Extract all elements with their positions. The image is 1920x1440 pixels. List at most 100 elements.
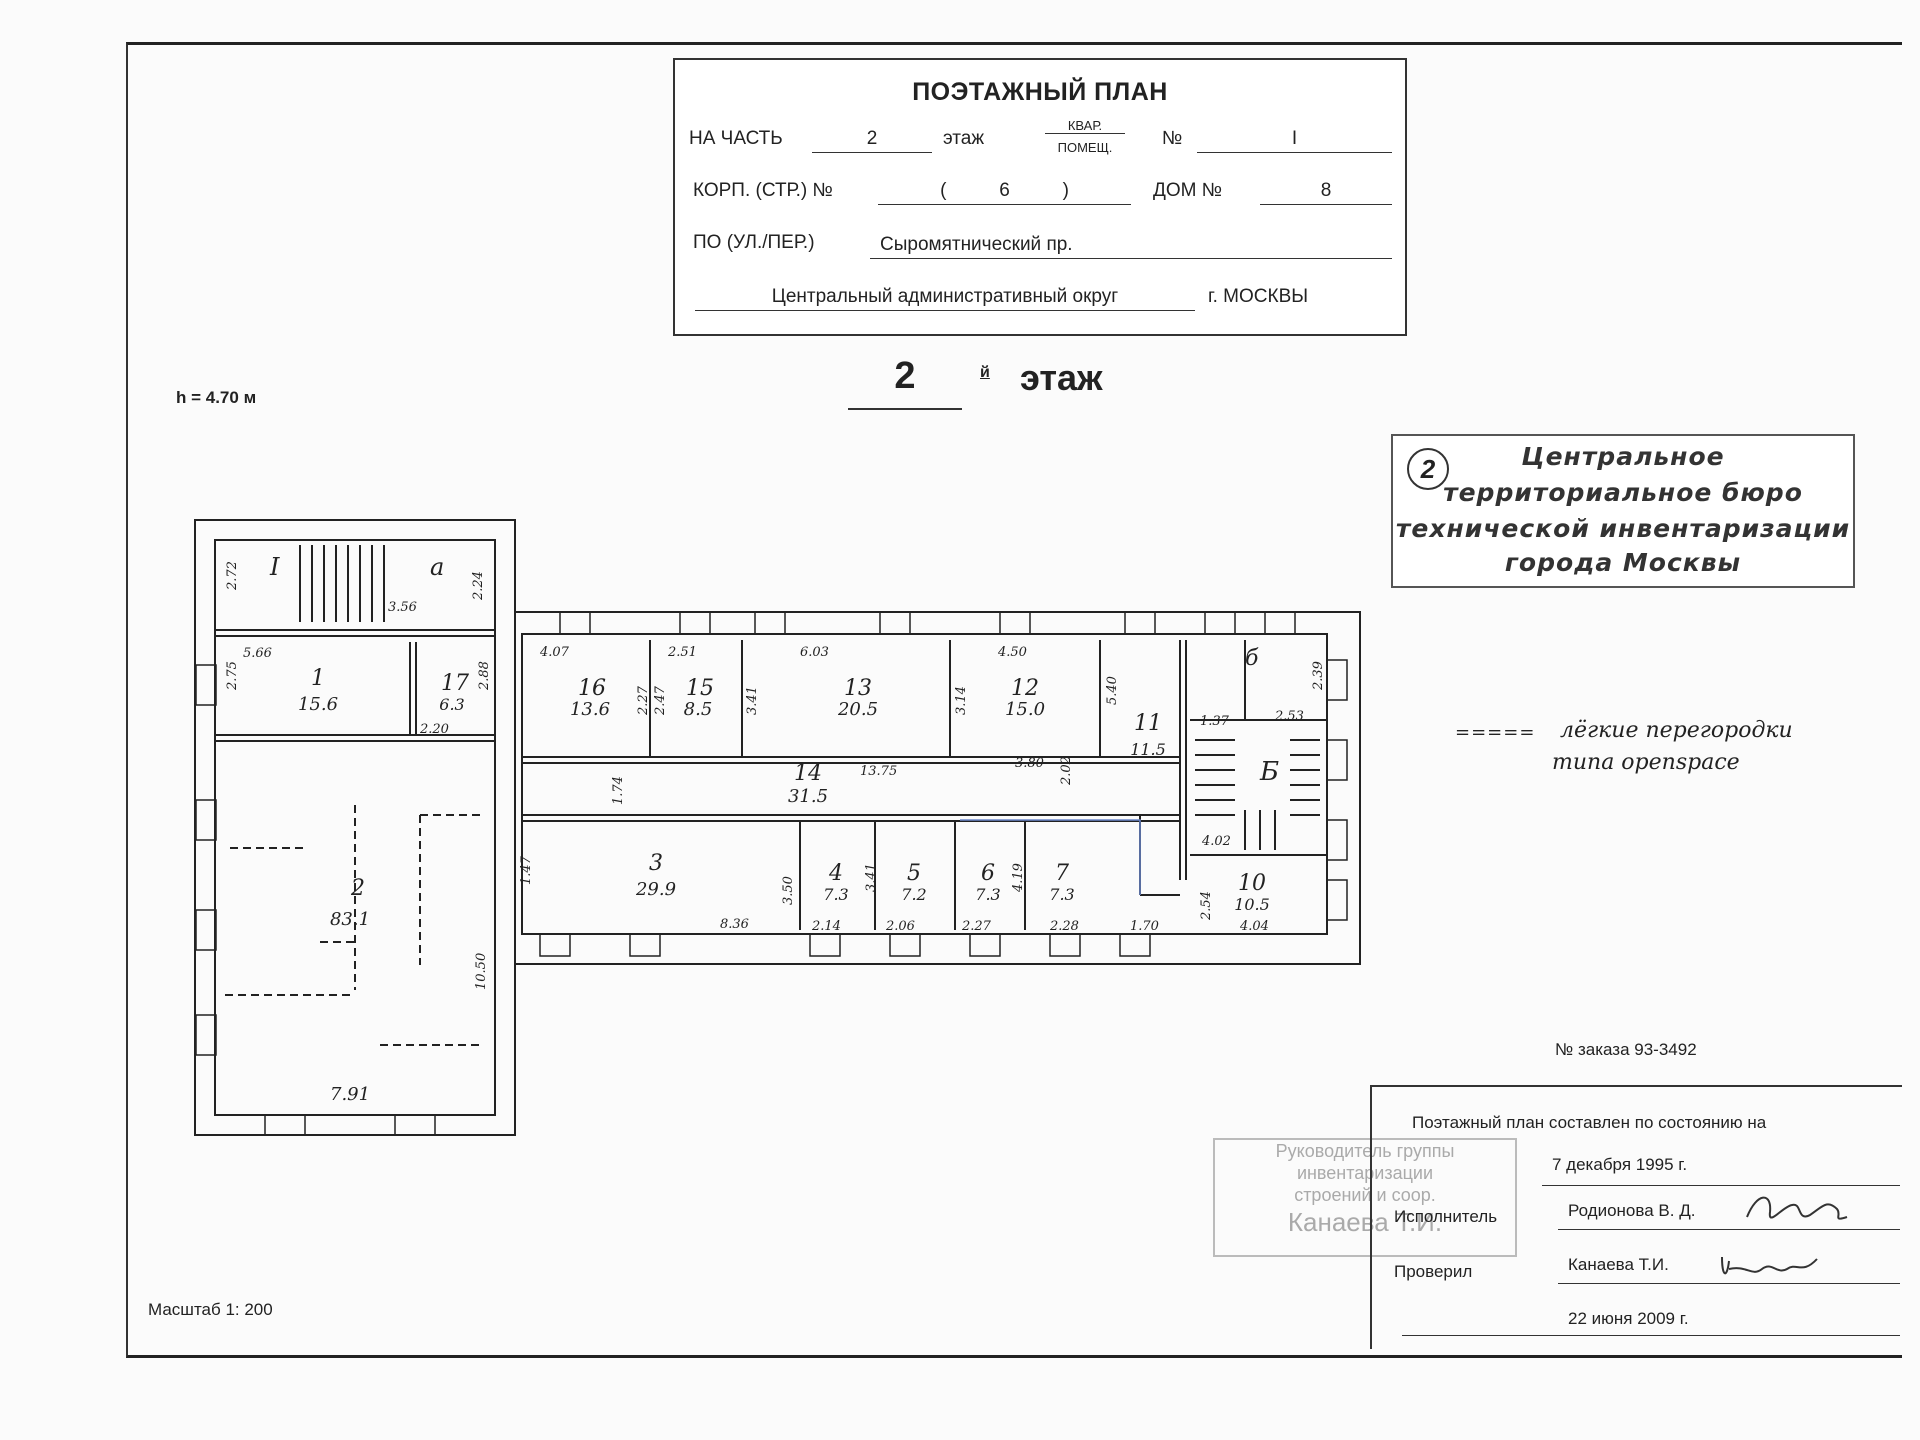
room-2-number: 2 xyxy=(350,876,365,901)
korp-label: КОРП. (СТР.) № xyxy=(693,180,833,201)
executor-label: Исполнитель xyxy=(1394,1207,1498,1226)
sign-date: 22 июня 2009 г. xyxy=(1568,1309,1689,1328)
room-2-area: 83.1 xyxy=(330,909,370,930)
checker-name: Канаева Т.И. xyxy=(1568,1255,1669,1274)
room-7-number: 7 xyxy=(1055,861,1069,886)
window-marks xyxy=(195,611,1348,1136)
dim-2-54: 2.54 xyxy=(1199,891,1214,921)
wing-left-outer xyxy=(194,519,516,1136)
room-3-area: 29.9 xyxy=(635,879,676,900)
dim-8-36: 8.36 xyxy=(720,917,749,932)
room-15-number: 15 xyxy=(686,676,714,701)
dim-2-24: 2.24 xyxy=(471,571,486,601)
stair-right-b-label: б xyxy=(1245,646,1259,671)
floor-number-field: 2 xyxy=(812,128,932,153)
dim-3-50: 3.50 xyxy=(781,876,796,905)
pomesch-label: ПОМЕЩ. xyxy=(1057,140,1113,155)
floor-number-heading: 2 xyxy=(848,355,962,410)
dim-2-88: 2.88 xyxy=(477,661,492,691)
dim-4-50: 4.50 xyxy=(997,645,1027,660)
state-date: 7 декабря 1995 г. xyxy=(1552,1155,1688,1174)
room-13-area: 20.5 xyxy=(837,699,878,720)
room-6-number: 6 xyxy=(981,861,995,886)
faded-stamp-line-2: инвентаризации xyxy=(1296,1163,1434,1183)
dim-1-74: 1.74 xyxy=(611,776,626,805)
dim-3-41: 3.41 xyxy=(745,686,760,715)
room-1-number: 1 xyxy=(311,666,325,691)
dim-1-37: 1.37 xyxy=(1200,714,1230,729)
stamp-number: 2 xyxy=(1407,448,1449,490)
dim-2-02: 2.02 xyxy=(1059,756,1074,786)
stair-left-a-label: а xyxy=(430,553,444,581)
dim-2-06: 2.06 xyxy=(885,919,915,934)
dim-1-70: 1.70 xyxy=(1130,919,1159,934)
light-partitions xyxy=(225,805,480,1046)
dim-2-51: 2.51 xyxy=(667,645,697,660)
room-5-number: 5 xyxy=(907,861,921,886)
blue-partition-trace xyxy=(960,819,1141,895)
dim-2-53: 2.53 xyxy=(1274,709,1304,724)
dim-3-41b: 3.41 xyxy=(864,863,879,892)
dim-6-03: 6.03 xyxy=(800,645,829,660)
etazh-label: этаж xyxy=(943,128,985,149)
room-16-area: 13.6 xyxy=(570,699,610,720)
korp-field: ( 6 ) xyxy=(878,180,1131,205)
room-17-area: 6.3 xyxy=(439,695,464,714)
number-label: № xyxy=(1162,128,1183,149)
room-12-number: 12 xyxy=(1011,676,1039,701)
faded-stamp-line-3: строений и соор. xyxy=(1294,1185,1436,1205)
dim-2-39: 2.39 xyxy=(1311,661,1326,691)
stamp-line-4: города Москвы xyxy=(1504,548,1742,577)
order-number: № заказа 93-3492 xyxy=(1555,1040,1697,1059)
legend-line-2: типа openspace xyxy=(1552,750,1740,775)
wing-right-outer xyxy=(514,611,1361,965)
dim-13-75: 13.75 xyxy=(860,764,897,779)
ceiling-height-note: h = 4.70 м xyxy=(176,388,257,407)
stamp-line-1: Центральное xyxy=(1521,442,1725,471)
room-14-number: 14 xyxy=(794,761,822,786)
room-10-area: 10.5 xyxy=(1234,895,1270,914)
floor-word: этаж xyxy=(1020,357,1103,398)
faded-stamp-line-4: Канаева Т.И. xyxy=(1287,1207,1443,1237)
city-label: г. МОСКВЫ xyxy=(1208,286,1309,307)
faded-stamp-line-1: Руководитель группы xyxy=(1275,1141,1455,1161)
dom-field: 8 xyxy=(1260,180,1392,205)
street-field: Сыромятнический пр. xyxy=(870,234,1392,259)
room-4-number: 4 xyxy=(828,861,843,886)
floor-suffix: й xyxy=(980,364,990,381)
room-6-area: 7.3 xyxy=(975,885,1000,904)
okrug-field: Центральный административный округ xyxy=(695,286,1195,311)
wing-right-inner xyxy=(521,633,1328,935)
executor-name: Родионова В. Д. xyxy=(1568,1201,1696,1220)
scale-label: Масштаб 1: 200 xyxy=(148,1300,273,1319)
executor-signature xyxy=(1742,1187,1852,1245)
room-5-area: 7.2 xyxy=(901,885,926,904)
checker-signature xyxy=(1717,1247,1827,1292)
dim-2-72: 2.72 xyxy=(225,561,240,591)
dim-7-91: 7.91 xyxy=(330,1084,370,1105)
room-16-number: 16 xyxy=(578,676,606,701)
dim-4-07: 4.07 xyxy=(539,645,570,660)
dim-2-28: 2.28 xyxy=(1049,919,1079,934)
stamp-line-3: технической инвентаризации xyxy=(1395,514,1851,543)
checker-signature-graphic xyxy=(1721,1256,1818,1275)
kvar-label: КВАР. xyxy=(1045,118,1125,134)
signature-block: Поэтажный план составлен по состоянию на… xyxy=(1370,1085,1902,1349)
dim-2-27b: 2.27 xyxy=(961,919,992,934)
bti-stamp: 2 Центральное территориальное бюро техни… xyxy=(1391,434,1855,588)
dim-3-14: 3.14 xyxy=(954,686,969,715)
dim-4-02: 4.02 xyxy=(1201,834,1231,849)
room-3-number: 3 xyxy=(649,851,663,876)
legend-line-1: лёгкие перегородки xyxy=(1560,718,1793,743)
legend-symbol: ===== xyxy=(1455,722,1536,743)
street-label: ПО (УЛ./ПЕР.) xyxy=(693,232,815,253)
state-text: Поэтажный план составлен по состоянию на xyxy=(1412,1113,1767,1132)
room-15-area: 8.5 xyxy=(684,699,713,720)
dim-2-27: 2.27 xyxy=(636,685,651,716)
dom-label: ДОМ № xyxy=(1153,180,1223,201)
room-7-area: 7.3 xyxy=(1049,885,1074,904)
dim-1-47: 1.47 xyxy=(519,855,534,885)
stamp-line-2: территориальное бюро xyxy=(1443,478,1803,507)
room-11-number: 11 xyxy=(1134,711,1162,736)
